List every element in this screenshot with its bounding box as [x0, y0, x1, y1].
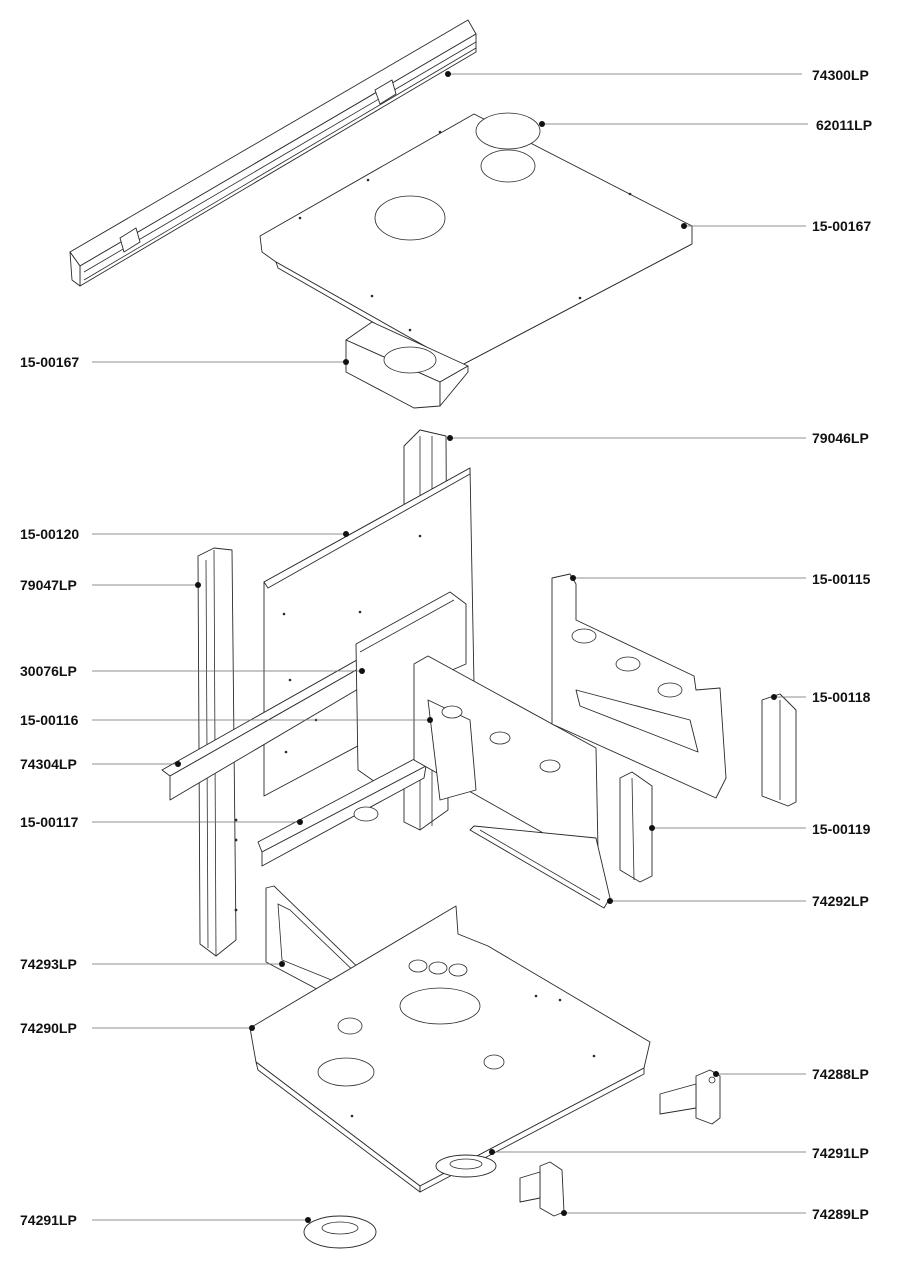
callout-62011LP: 62011LP: [539, 117, 872, 133]
part-foot-74291-upper: [435, 1154, 497, 1178]
part-side-frame-15-00116: [413, 655, 599, 857]
part-cross-rail-15-00117: [257, 755, 427, 867]
part-hinge-74289: [519, 1161, 565, 1217]
callout-74291LP-lower: 74291LP: [20, 1212, 311, 1228]
part-bracket-15-00119: [619, 771, 653, 883]
callout-30076LP: 30076LP: [20, 663, 365, 679]
callout-79046LP: 79046LP: [447, 430, 869, 446]
callout-label: 15-00120: [20, 526, 79, 542]
part-hinge-74288: [659, 1069, 721, 1125]
callout-15-00167-box: 15-00167: [20, 354, 349, 370]
part-vent-box: [345, 321, 469, 409]
callout-label: 30076LP: [20, 663, 77, 679]
part-side-panel-15-00115: [551, 573, 727, 799]
callout-79047LP: 79047LP: [20, 577, 201, 593]
callout-label: 79047LP: [20, 577, 77, 593]
callout-74304LP: 74304LP: [20, 756, 181, 772]
callout-74290LP: 74290LP: [20, 1020, 255, 1036]
callout-15-00120: 15-00120: [20, 526, 349, 542]
callout-15-00117: 15-00117: [20, 814, 303, 830]
callout-label: 74304LP: [20, 756, 77, 772]
part-bracket-15-00118: [761, 693, 797, 807]
part-cross-rail-74304: [161, 629, 417, 801]
callout-74288LP: 74288LP: [713, 1066, 869, 1082]
callout-15-00115: 15-00115: [570, 571, 871, 587]
callout-label: 15-00116: [20, 712, 79, 728]
callout-15-00119: 15-00119: [649, 821, 871, 837]
callout-15-00167-top: 15-00167: [681, 218, 871, 234]
callout-label: 79046LP: [812, 430, 869, 446]
callout-74292LP: 74292LP: [607, 893, 869, 909]
callout-74293LP: 74293LP: [20, 956, 285, 972]
callout-label: 74289LP: [812, 1206, 869, 1222]
callout-15-00116: 15-00116: [20, 712, 433, 728]
callout-label: 74288LP: [812, 1066, 869, 1082]
callout-label: 15-00119: [812, 821, 871, 837]
callout-label: 74300LP: [812, 67, 869, 83]
callout-label: 15-00117: [20, 814, 79, 830]
callout-label: 74291LP: [812, 1145, 869, 1161]
callout-15-00118: 15-00118: [771, 689, 871, 705]
callout-label: 74293LP: [20, 956, 77, 972]
callout-label: 15-00167: [812, 218, 871, 234]
callout-label: 15-00115: [812, 571, 871, 587]
callout-74289LP: 74289LP: [561, 1206, 869, 1222]
callout-74291LP-upper: 74291LP: [489, 1145, 869, 1161]
callout-label: 15-00167: [20, 354, 79, 370]
part-foot-74291-lower: [303, 1215, 377, 1249]
callout-label: 74290LP: [20, 1020, 77, 1036]
callout-74300LP: 74300LP: [445, 67, 869, 83]
part-brace-74292: [469, 825, 611, 909]
callout-label: 74292LP: [812, 893, 869, 909]
callout-label: 62011LP: [816, 117, 872, 133]
part-top-rail: [69, 19, 477, 287]
callout-label: 74291LP: [20, 1212, 77, 1228]
callout-label: 15-00118: [812, 689, 871, 705]
part-top-panel: [259, 112, 693, 373]
